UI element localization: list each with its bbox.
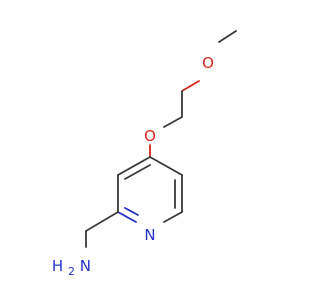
bond-methyl-methoxy-o: [218, 30, 237, 43]
structure-canvas: O O N H 2 N: [52, 30, 237, 279]
bond-ring-ch2: [85, 211, 119, 232]
bond-methoxy-o-carbon: [181, 80, 200, 92]
ether-oxygen-label: O: [144, 127, 156, 145]
methoxy-oxygen-label: O: [202, 54, 214, 72]
bond-ethylene-to-ether-o: [163, 116, 183, 128]
ring-bond-c6-n: [163, 211, 183, 223]
ring-bond-c4-c5: [149, 156, 183, 176]
amine-group-label: H 2 N: [52, 257, 91, 279]
molecule-diagram: O O N H 2 N: [52, 30, 237, 279]
ring-bond-c3-c4-inner: [124, 164, 151, 180]
amine-subscript: 2: [68, 265, 75, 278]
ring-bond-c3-c4: [117, 156, 151, 176]
ring-nitrogen-label: N: [144, 226, 155, 244]
amine-n-label: N: [80, 257, 91, 275]
ring-bond-n-c2: [117, 211, 137, 223]
amine-h-label: H: [52, 257, 63, 275]
ring-bond-n-c2-inner: [124, 207, 139, 216]
